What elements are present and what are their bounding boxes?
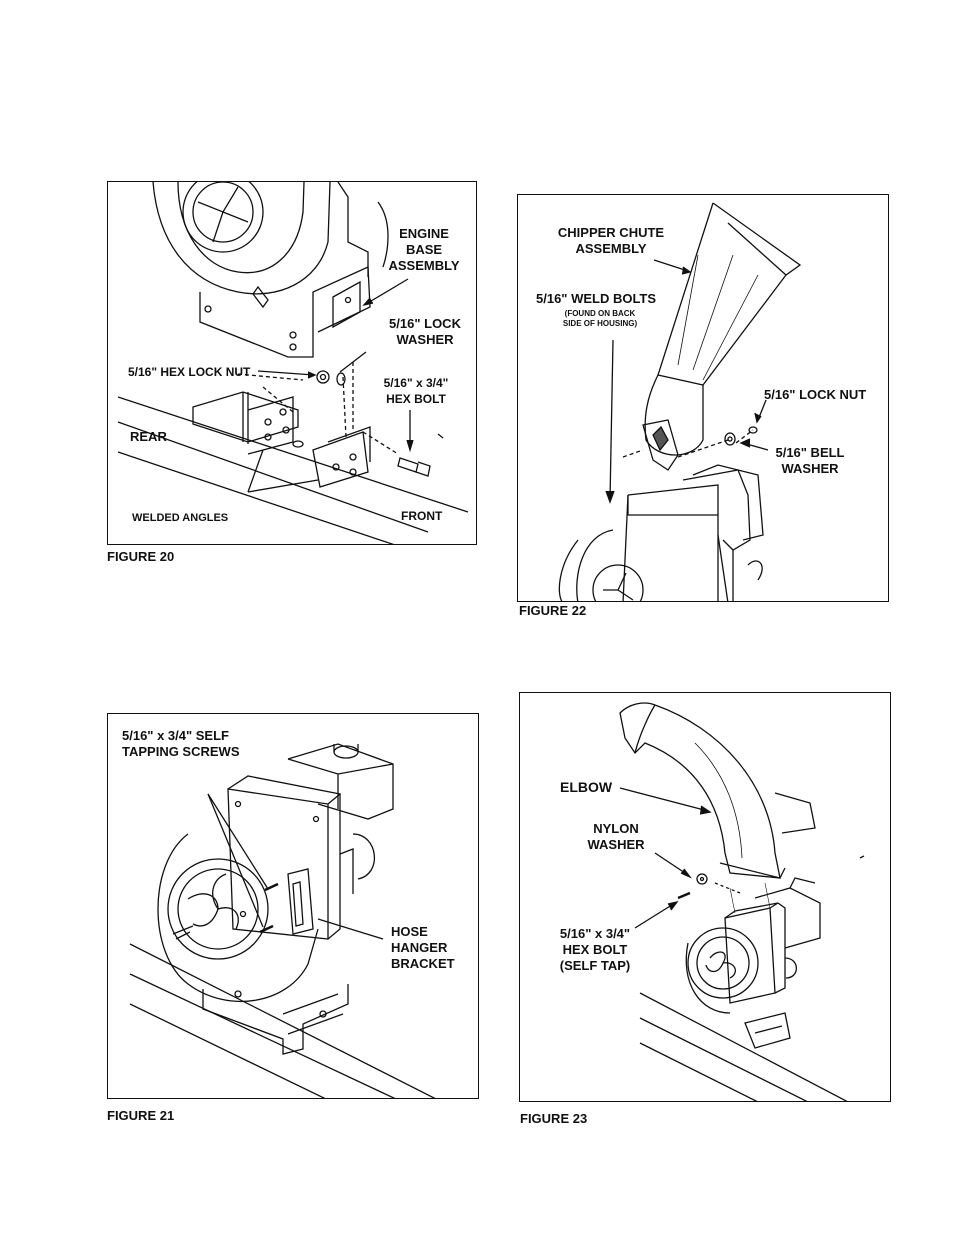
- label-line: ASSEMBLY: [575, 241, 647, 256]
- label-line: ENGINE: [399, 226, 449, 241]
- elbow-label: ELBOW: [560, 779, 613, 795]
- label-line: 5/16" x 3/4" SELF: [122, 728, 229, 743]
- label-line: (SELF TAP): [559, 958, 631, 973]
- figure-22-caption: FIGURE 22: [519, 603, 587, 618]
- figure-23-caption: FIGURE 23: [520, 1111, 588, 1126]
- label-line: WASHER: [396, 332, 454, 347]
- figure-23-panel: ELBOW NYLON WASHER 5/16" x 3/4" HEX BOLT…: [519, 692, 891, 1102]
- label-line: CHIPPER CHUTE: [557, 225, 665, 240]
- label-line: HEX BOLT: [562, 942, 628, 957]
- figure-23-drawing: [619, 702, 865, 1101]
- label-line: HOSE: [391, 924, 428, 939]
- label-line: 5/16" LOCK: [389, 316, 461, 331]
- hex-bolt-self-tap-label: 5/16" x 3/4" HEX BOLT (SELF TAP): [550, 926, 640, 974]
- label-line: WASHER: [587, 837, 645, 852]
- label-line: BASE: [405, 242, 443, 257]
- label-line: 5/16" BELL: [775, 445, 845, 460]
- lock-washer-label: 5/16" LOCK WASHER: [380, 316, 470, 348]
- weld-bolts-label: 5/16" WELD BOLTS: [536, 291, 657, 306]
- label-line: NYLON: [593, 821, 639, 836]
- figure-22-panel: CHIPPER CHUTE ASSEMBLY 5/16" WELD BOLTS …: [517, 194, 889, 602]
- figure-20-drawing: [117, 182, 469, 544]
- label-line: HANGER: [391, 940, 448, 955]
- hex-lock-nut-label: 5/16" HEX LOCK NUT: [128, 365, 251, 379]
- figure-20-caption: FIGURE 20: [107, 549, 175, 564]
- label-line: 5/16" x 3/4": [559, 926, 631, 941]
- self-tapping-screws-label: 5/16" x 3/4" SELF TAPPING SCREWS: [122, 728, 240, 760]
- figure-20-panel: ENGINE BASE ASSEMBLY 5/16" LOCK WASHER 5…: [107, 181, 477, 545]
- label-line: BRACKET: [391, 956, 455, 971]
- lock-nut-label: 5/16" LOCK NUT: [764, 387, 867, 402]
- label-line: (FOUND ON BACK: [564, 309, 636, 318]
- figure-21-caption: FIGURE 21: [107, 1108, 175, 1123]
- label-line: SIDE OF HOUSING): [562, 319, 638, 328]
- figure-22-drawing: [558, 202, 802, 601]
- label-line: TAPPING SCREWS: [122, 744, 240, 759]
- label-line: 5/16" x 3/4": [383, 376, 449, 390]
- hose-hanger-bracket-label: HOSE HANGER BRACKET: [391, 924, 455, 972]
- engine-base-label: ENGINE BASE ASSEMBLY: [384, 226, 464, 274]
- figure-21-panel: 5/16" x 3/4" SELF TAPPING SCREWS HOSE HA…: [107, 713, 479, 1099]
- hex-bolt-label: 5/16" x 3/4" HEX BOLT: [376, 375, 456, 407]
- bell-washer-label: 5/16" BELL WASHER: [770, 445, 850, 477]
- label-line: WASHER: [781, 461, 839, 476]
- chipper-chute-label: CHIPPER CHUTE ASSEMBLY: [546, 225, 676, 257]
- front-label: FRONT: [401, 509, 443, 523]
- found-on-back-note: (FOUND ON BACK SIDE OF HOUSING): [550, 309, 650, 329]
- label-line: ASSEMBLY: [388, 258, 460, 273]
- figure-21-drawing: [129, 743, 436, 1098]
- nylon-washer-label: NYLON WASHER: [576, 821, 656, 853]
- welded-angles-label: WELDED ANGLES: [132, 512, 229, 524]
- rear-label: REAR: [130, 429, 167, 444]
- label-line: HEX BOLT: [386, 392, 446, 406]
